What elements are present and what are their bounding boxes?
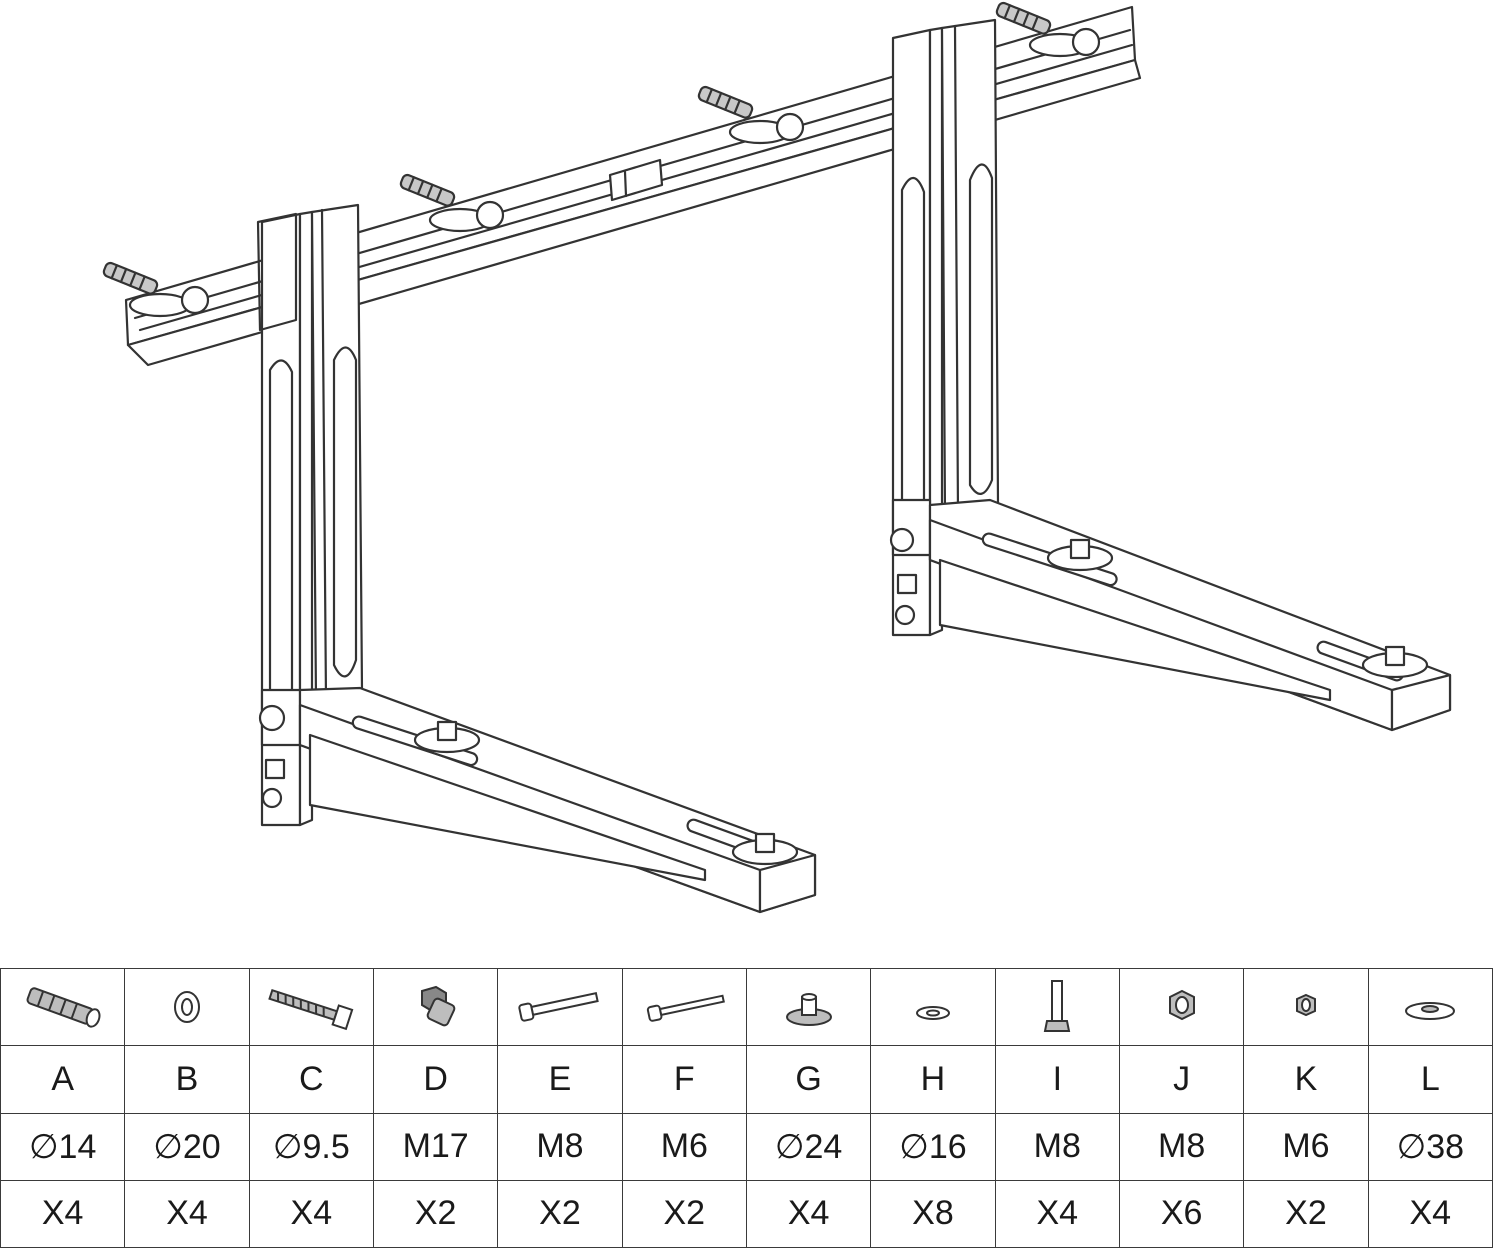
sleeve-bolt-icon [420,986,455,1027]
part-letter: I [994,1045,1120,1114]
part-quantity: X2 [1243,1179,1369,1249]
small-hex-nut-icon [1295,994,1316,1017]
part-letter: C [248,1045,374,1114]
part-letter: H [870,1045,996,1114]
large-washer-icon [1405,1002,1456,1021]
part-size: ∅24 [745,1112,872,1181]
flat-washer-icon [915,1006,950,1021]
lag-screw-icon [268,989,354,1031]
washer-icon [173,991,200,1024]
parts-quantity-row: X4 X4 X4 X2 X2 X2 X4 X8 X4 X6 X2 X4 [0,1179,1493,1249]
part-size: ∅16 [870,1112,996,1181]
part-size: M6 [621,1112,747,1181]
part-size: M8 [1118,1112,1245,1181]
part-size: M17 [372,1112,499,1181]
hex-nut-icon [1168,990,1195,1021]
part-i-icon-cell [994,967,1120,1047]
part-letter: L [1367,1045,1493,1114]
right-bracket [889,18,1452,732]
part-k-icon-cell [1243,967,1369,1047]
thin-bolt-icon [647,994,726,1022]
rubber-pad-icon [785,993,832,1027]
part-quantity: X4 [124,1179,250,1249]
part-e-icon-cell [497,967,623,1047]
part-size: ∅9.5 [248,1112,374,1181]
parts-size-row: ∅14 ∅20 ∅9.5 M17 M8 M6 ∅24 ∅16 M8 M8 M6 … [0,1112,1493,1181]
part-size: M6 [1243,1112,1369,1181]
part-size: ∅20 [124,1112,250,1181]
part-f-icon-cell [621,967,747,1047]
hardware-parts-table: A B C D E F G H I J K L ∅14 ∅20 ∅9.5 M17… [0,967,1493,1249]
part-quantity: X4 [1367,1179,1493,1249]
part-b-icon-cell [124,967,250,1047]
part-quantity: X8 [870,1179,996,1249]
long-bolt-icon [518,992,599,1022]
wall-anchor-icon [26,987,101,1028]
part-quantity: X2 [621,1179,747,1249]
bracket-assembly-illustration [102,1,1452,914]
part-d-icon-cell [372,967,499,1047]
part-letter: D [372,1045,499,1114]
left-bracket [256,203,817,914]
part-letter: E [497,1045,623,1114]
part-quantity: X4 [994,1179,1120,1249]
part-letter: F [621,1045,747,1114]
part-letter: K [1243,1045,1369,1114]
part-letter: B [124,1045,250,1114]
part-a-icon-cell [0,967,126,1047]
parts-letter-row: A B C D E F G H I J K L [0,1045,1493,1114]
part-size: ∅38 [1367,1112,1493,1181]
part-size: ∅14 [0,1112,126,1181]
part-quantity: X4 [0,1179,126,1249]
part-quantity: X2 [372,1179,499,1249]
part-letter: G [745,1045,872,1114]
part-letter: J [1118,1045,1245,1114]
part-quantity: X4 [745,1179,872,1249]
parts-icon-row [0,967,1493,1047]
part-size: M8 [497,1112,623,1181]
part-c-icon-cell [248,967,374,1047]
part-g-icon-cell [745,967,872,1047]
part-l-icon-cell [1367,967,1493,1047]
part-letter: A [0,1045,126,1114]
part-j-icon-cell [1118,967,1245,1047]
part-quantity: X6 [1118,1179,1245,1249]
part-size: M8 [994,1112,1120,1181]
rail-anchors [102,1,1101,318]
part-quantity: X4 [248,1179,374,1249]
part-h-icon-cell [870,967,996,1047]
short-bolt-icon [1044,980,1071,1033]
part-quantity: X2 [497,1179,623,1249]
